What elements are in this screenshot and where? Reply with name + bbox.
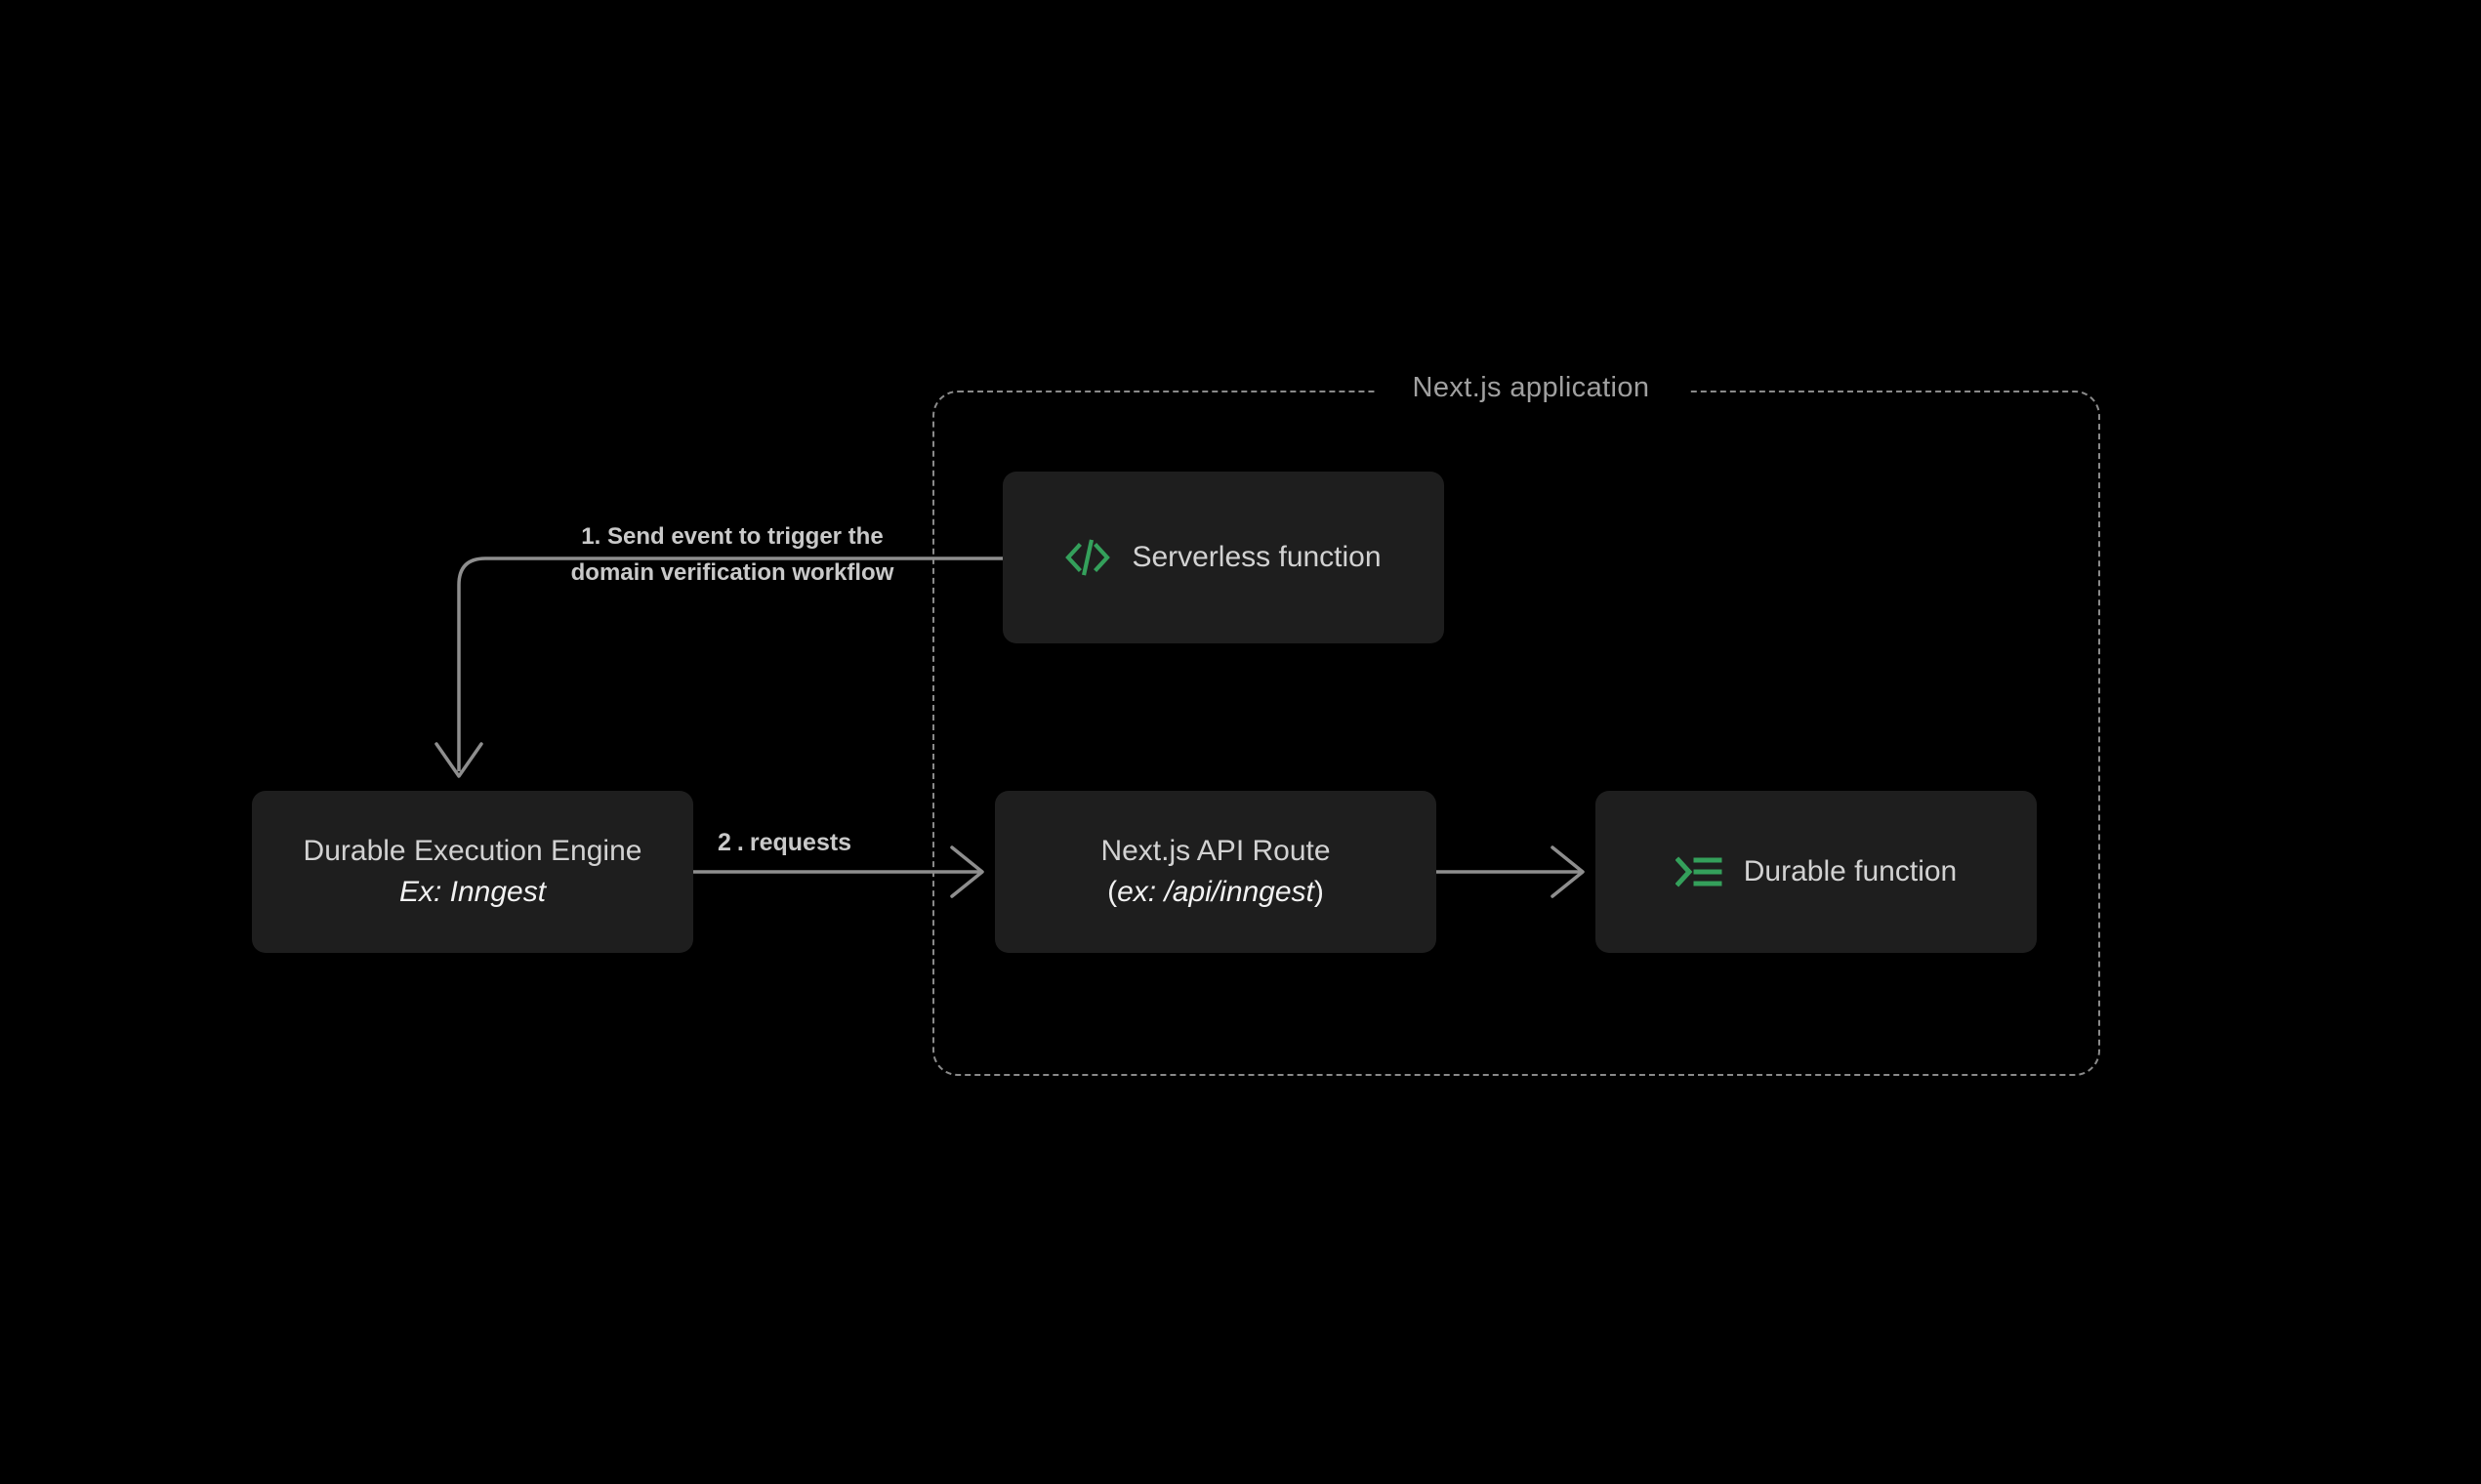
node-serverless-function[interactable]: Serverless function [1003, 472, 1444, 643]
node-durable-function-label: Durable function [1743, 854, 1958, 887]
edge-label-step-2-text: requests [749, 829, 852, 856]
edge-send-event [434, 556, 1003, 778]
edge-label-step-2: 2.requests [718, 831, 913, 855]
edge-label-step-1-line-2: domain verification workflow [570, 559, 894, 586]
edge-label-step-2-number: 2. [718, 829, 750, 856]
terminal-prompt-icon [1675, 854, 1722, 889]
node-nextjs-api-route-subtitle-wrapper: (ex: /api/inngest) [1107, 873, 1324, 913]
node-serverless-function-label: Serverless function [1132, 540, 1382, 573]
node-durable-execution-engine-title: Durable Execution Engine [303, 834, 642, 867]
close-paren: ) [1313, 876, 1324, 908]
node-durable-execution-engine[interactable]: Durable Execution Engine Ex: Inngest [252, 791, 693, 953]
node-nextjs-api-route-subtitle: ex: /api/inngest [1117, 876, 1314, 908]
node-nextjs-api-route-title: Next.js API Route [1100, 834, 1331, 867]
node-durable-execution-engine-subtitle: Ex: Inngest [398, 876, 547, 908]
open-paren: ( [1107, 876, 1118, 908]
edge-label-step-1: 1. Send event to trigger the domain veri… [459, 525, 1006, 585]
node-nextjs-api-route[interactable]: Next.js API Route (ex: /api/inngest) [995, 791, 1436, 953]
nextjs-application-label: Next.js application [1375, 369, 1687, 408]
edge-label-step-1-line-1: 1. Send event to trigger the [581, 523, 884, 550]
node-durable-function[interactable]: Durable function [1595, 791, 2037, 953]
code-brackets-icon [1065, 538, 1111, 577]
